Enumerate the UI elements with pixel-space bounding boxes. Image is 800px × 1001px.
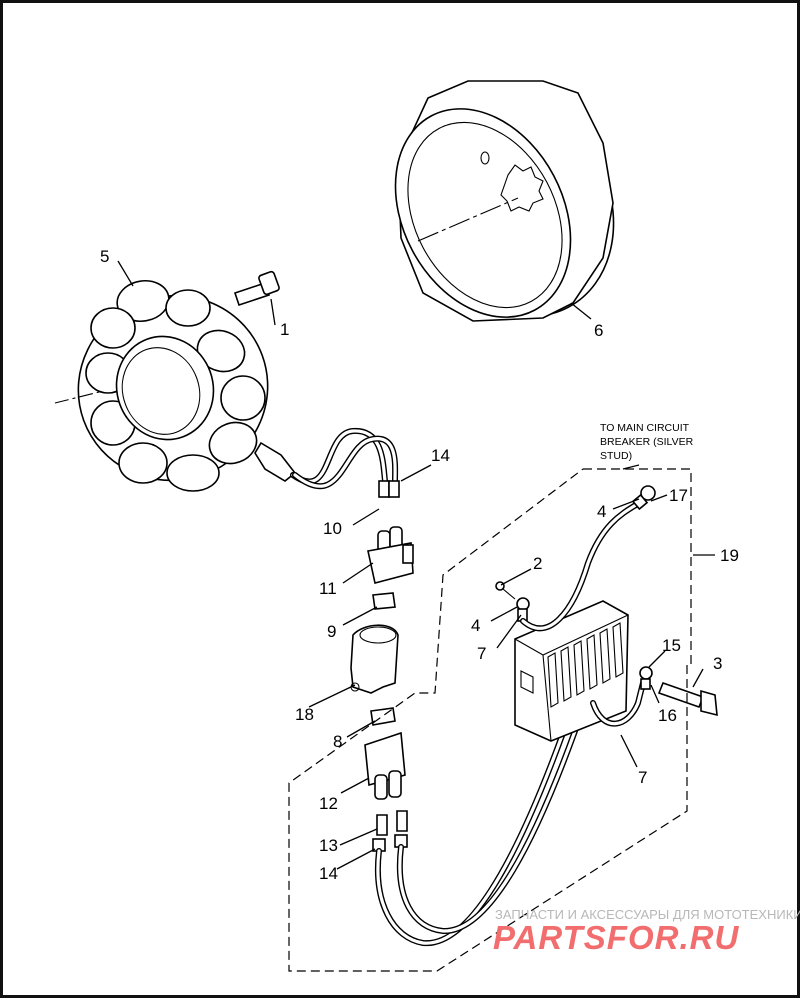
voltage-regulator-part — [514, 600, 629, 742]
connector-cover-part — [350, 624, 399, 694]
callout-7-right: 7 — [638, 768, 647, 787]
callout-5: 5 — [100, 247, 109, 266]
terminal-clip-part — [372, 592, 396, 610]
callout-4-upper: 4 — [597, 502, 606, 521]
callout-18: 18 — [295, 705, 314, 724]
callout-9: 9 — [327, 622, 336, 641]
callout-1: 1 — [280, 320, 289, 339]
callout-labels: 5 1 6 14 10 11 9 18 8 12 13 14 2 4 7 4 1… — [100, 247, 739, 883]
mounting-bolt-part — [657, 681, 718, 717]
regulator-screw-part — [495, 581, 530, 622]
stator-screw-part — [233, 270, 280, 307]
note-line-2: BREAKER (SILVER — [600, 436, 694, 448]
callout-12: 12 — [319, 794, 338, 813]
callout-6: 6 — [594, 321, 603, 340]
stator-lead-wires — [254, 427, 400, 498]
circuit-breaker-note: TO MAIN CIRCUIT BREAKER (SILVER STUD) — [600, 422, 694, 462]
regulator-output-wires — [375, 728, 578, 947]
callout-13: 13 — [319, 836, 338, 855]
connector-housing-part — [367, 526, 414, 584]
kit-outline-19 — [288, 468, 692, 972]
callout-14-lower: 14 — [319, 864, 338, 883]
ground-wire-part — [520, 485, 656, 632]
callout-4-lower: 4 — [471, 616, 480, 635]
callout-16: 16 — [658, 706, 677, 725]
note-line-3: STUD) — [600, 450, 632, 462]
callout-15: 15 — [662, 636, 681, 655]
callout-7-left: 7 — [477, 644, 486, 663]
regulator-ground-lead-part — [590, 666, 653, 727]
rotor-part — [394, 80, 615, 322]
callout-3: 3 — [713, 654, 722, 673]
callout-17: 17 — [669, 486, 688, 505]
watermark: ЗАПЧАСТИ И АКСЕССУАРЫ ДЛЯ МОТОТЕХНИКИ PA… — [493, 907, 800, 956]
watermark-tagline: ЗАПЧАСТИ И АКСЕССУАРЫ ДЛЯ МОТОТЕХНИКИ — [495, 907, 800, 922]
callout-2: 2 — [533, 554, 542, 573]
callout-leaders — [117, 260, 715, 870]
socket-housing-part — [364, 731, 406, 800]
callout-11: 11 — [319, 579, 337, 598]
watermark-brand: PARTSFOR.RU — [493, 919, 739, 956]
exploded-view-diagram: 5 1 6 14 10 11 9 18 8 12 13 14 2 4 7 4 1… — [54, 80, 800, 972]
callout-19: 19 — [720, 546, 739, 565]
callout-8: 8 — [333, 732, 342, 751]
callout-14-upper: 14 — [431, 446, 450, 465]
note-line-1: TO MAIN CIRCUIT — [600, 422, 690, 434]
stator-part — [54, 279, 269, 492]
callout-10: 10 — [323, 519, 342, 538]
